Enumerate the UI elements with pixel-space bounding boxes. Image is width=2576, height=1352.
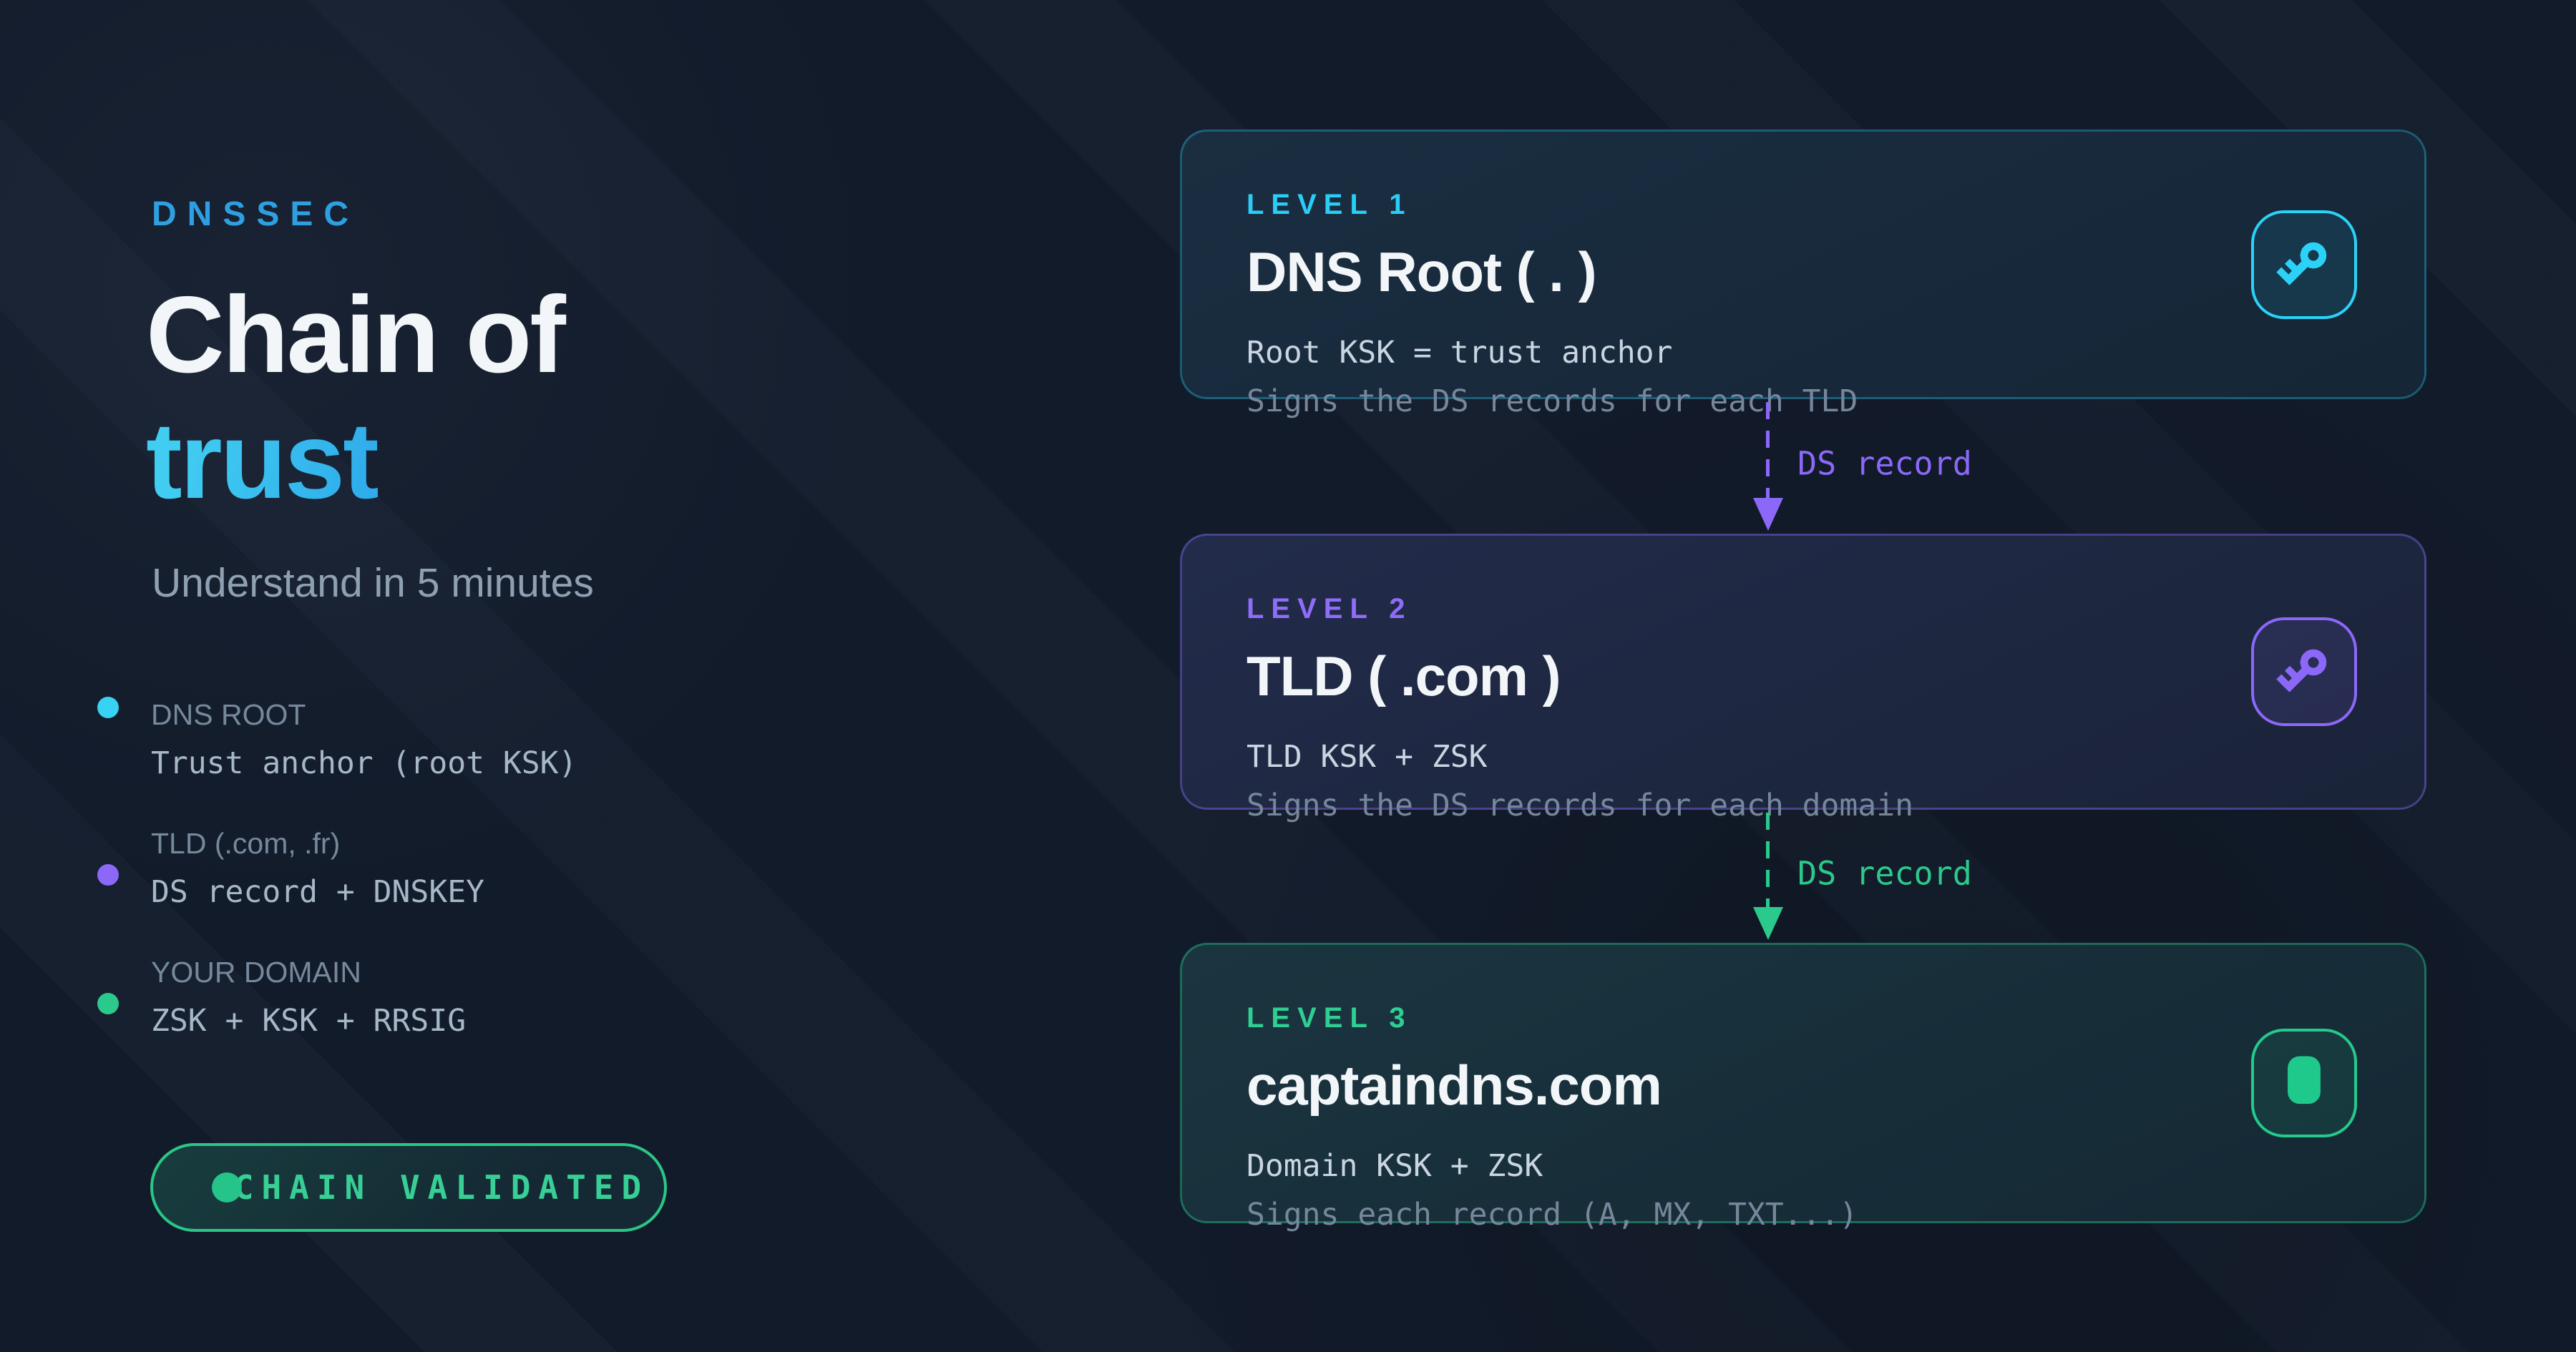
card-detail-secondary: Signs the DS records for each domain: [1246, 788, 1913, 823]
page-subtitle: Understand in 5 minutes: [152, 560, 594, 606]
page-title: Chain of trust: [146, 272, 566, 524]
legend-item-label: DNS ROOT: [151, 698, 306, 731]
page-title-line1: Chain of: [146, 274, 566, 396]
card-title: TLD ( .com ): [1246, 645, 1561, 707]
legend-item-your-domain: YOUR DOMAIN ZSK + KSK + RRSIG: [97, 949, 577, 1046]
green-dot-icon: [97, 993, 119, 1014]
card-level-label: LEVEL 3: [1246, 1002, 1413, 1034]
card-level-label: LEVEL 2: [1246, 593, 1413, 624]
legend-item-dns-root: DNS ROOT Trust anchor (root KSK): [97, 691, 577, 788]
card-detail-primary: Root KSK = trust anchor: [1246, 335, 1673, 371]
legend-item-detail: ZSK + KSK + RRSIG: [151, 1003, 467, 1039]
card-level-1-dns-root: LEVEL 1 DNS Root ( . ) Root KSK = trust …: [1180, 129, 2426, 419]
dashed-arrow-line: [1766, 813, 1770, 908]
legend-item-detail: Trust anchor (root KSK): [151, 745, 577, 781]
card-level-3-domain: LEVEL 3 captaindns.com Domain KSK + ZSK …: [1180, 943, 2426, 1233]
card-detail-primary: Domain KSK + ZSK: [1246, 1148, 1543, 1184]
chain-validated-badge: CHAIN VALIDATED: [150, 1143, 667, 1232]
key-icon: [2251, 617, 2357, 726]
rounded-square-icon: [2251, 1029, 2357, 1137]
arrow-down-icon: [1753, 498, 1783, 531]
legend-item-tld: TLD (.com, .fr) DS record + DNSKEY: [97, 820, 577, 917]
cyan-dot-icon: [97, 697, 119, 718]
card-level-label: LEVEL 1: [1246, 189, 1413, 220]
ds-record-arrow-1: DS record: [1753, 402, 2054, 531]
legend-item-detail: DS record + DNSKEY: [151, 874, 484, 910]
page-title-line2: trust: [146, 398, 564, 524]
card-detail-secondary: Signs the DS records for each TLD: [1246, 383, 1858, 419]
arrow-down-icon: [1753, 907, 1783, 940]
card-title: DNS Root ( . ): [1246, 240, 1597, 303]
legend-list: DNS ROOT Trust anchor (root KSK) TLD (.c…: [97, 691, 577, 1046]
dashed-arrow-line: [1766, 402, 1770, 499]
arrow-label: DS record: [1797, 444, 1972, 483]
arrow-label: DS record: [1797, 854, 1972, 893]
purple-dot-icon: [97, 864, 119, 886]
key-icon: [2251, 210, 2357, 319]
status-badge-label: CHAIN VALIDATED: [233, 1168, 650, 1207]
card-detail-primary: TLD KSK + ZSK: [1246, 739, 1488, 775]
status-dot-icon: [212, 1172, 242, 1202]
legend-item-label: YOUR DOMAIN: [151, 956, 361, 989]
page-kicker: DNSSEC: [152, 195, 360, 233]
ds-record-arrow-2: DS record: [1753, 813, 2054, 940]
legend-item-label: TLD (.com, .fr): [151, 827, 341, 860]
card-detail-secondary: Signs each record (A, MX, TXT...): [1246, 1197, 1858, 1233]
card-level-2-tld: LEVEL 2 TLD ( .com ) TLD KSK + ZSK Signs…: [1180, 534, 2426, 823]
card-title: captaindns.com: [1246, 1054, 1662, 1117]
